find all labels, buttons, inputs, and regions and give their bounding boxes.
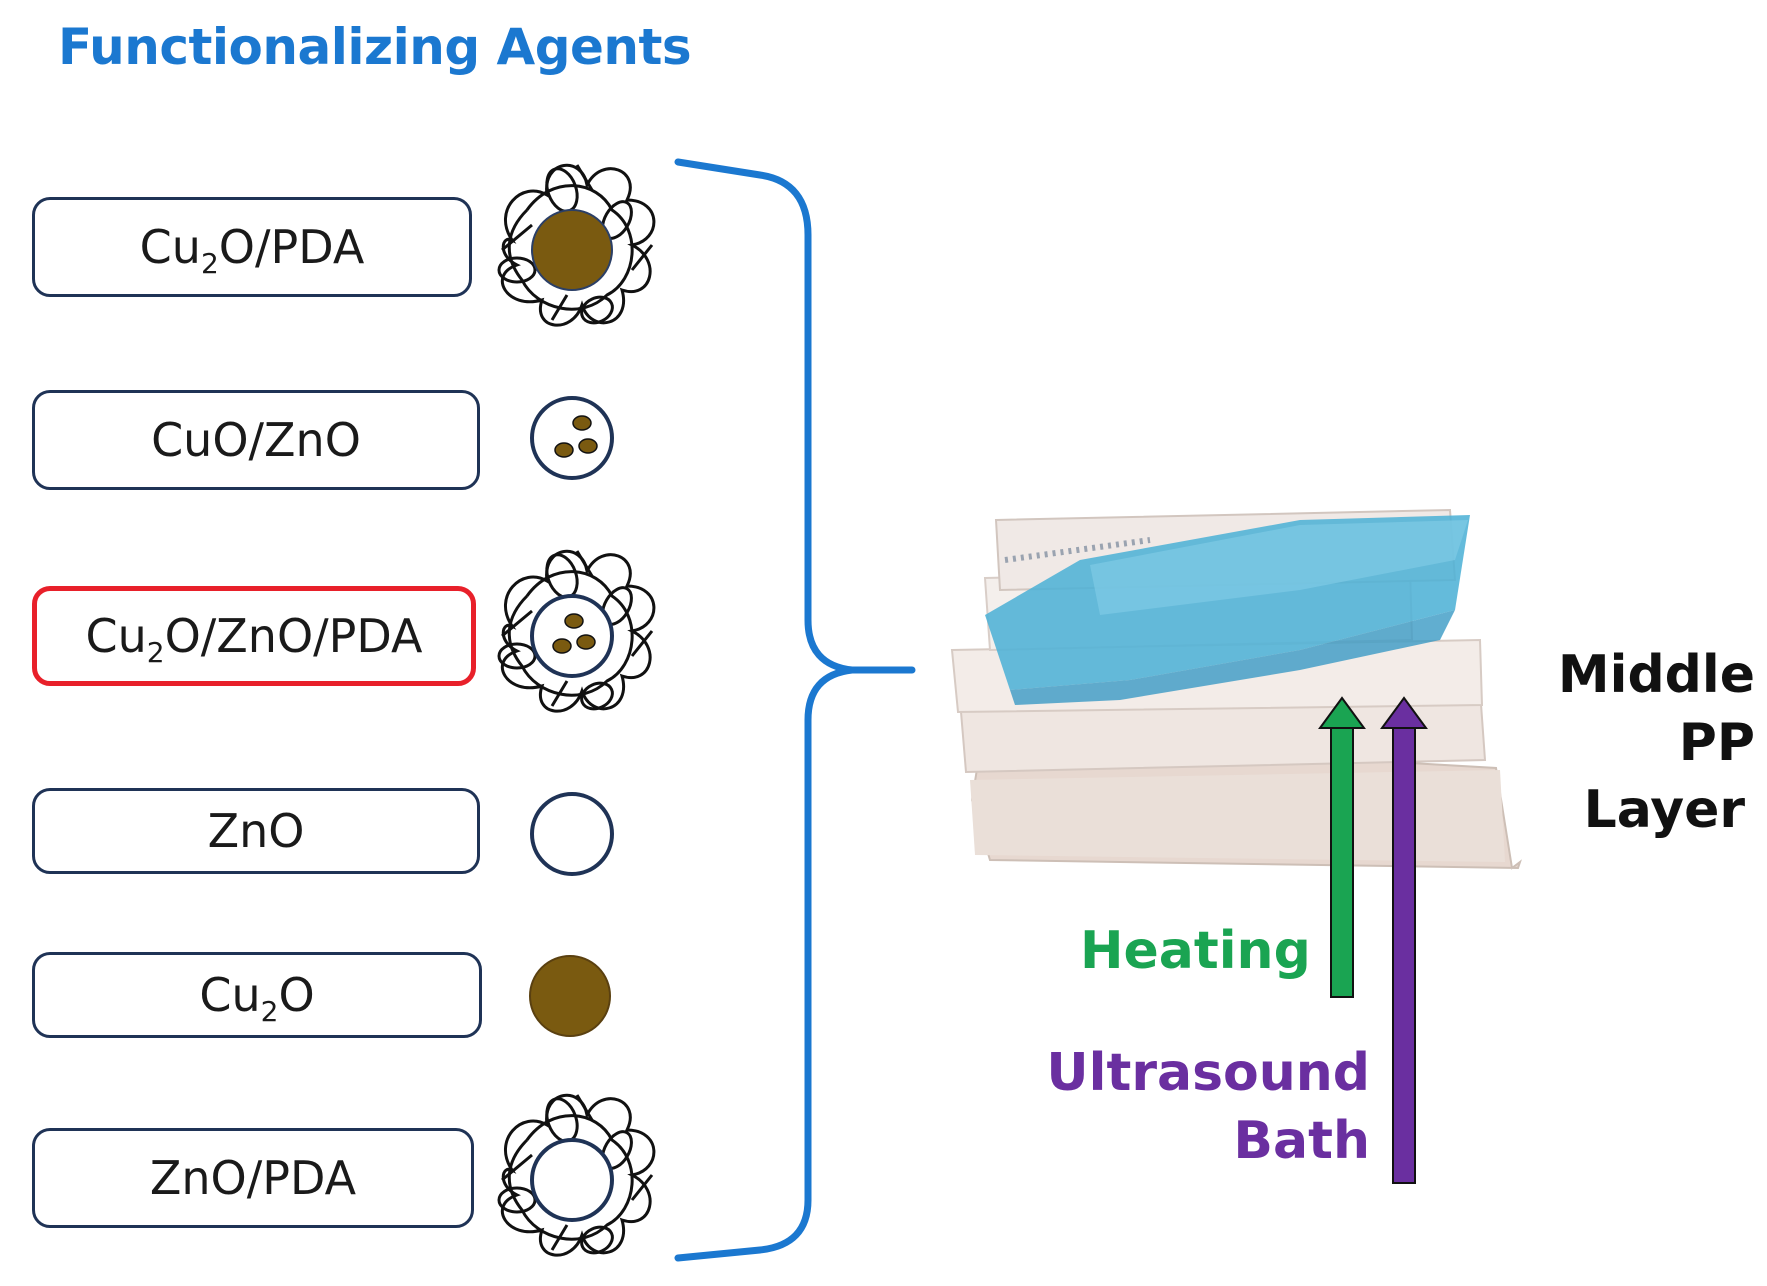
- agent-box-zno: ZnO: [32, 788, 480, 874]
- agent-label: Cu2O/PDA: [139, 220, 365, 280]
- mask-layers-image: [950, 508, 1522, 870]
- agent-label: CuO/ZnO: [151, 413, 361, 467]
- layer-label-line1: Middle PP: [1557, 645, 1755, 773]
- composite-particle-pda-icon: [497, 549, 656, 716]
- ultrasound-bath-label: Ultrasound Bath: [1040, 1040, 1370, 1175]
- layer-label-line2: Layer: [1583, 780, 1745, 841]
- agent-label: ZnO/PDA: [149, 1151, 357, 1205]
- agent-box-cu2o-zno-pda: Cu2O/ZnO/PDA: [32, 586, 476, 686]
- brown-particle-icon: [529, 955, 611, 1037]
- diagram-title: Functionalizing Agents: [58, 18, 692, 76]
- heating-arrow: [1318, 696, 1366, 998]
- ultrasound-label-line2: Bath: [1233, 1110, 1370, 1171]
- agent-box-cu2o: Cu2O: [32, 952, 482, 1038]
- middle-pp-layer-label: Middle PP Layer: [1470, 642, 1755, 845]
- agent-box-cuo-zno: CuO/ZnO: [32, 390, 480, 490]
- ultrasound-arrow: [1380, 696, 1428, 1184]
- brown-particle-pda-icon: [497, 163, 656, 330]
- agent-label: Cu2O/ZnO/PDA: [85, 609, 423, 669]
- white-particle-pda-icon: [497, 1093, 656, 1260]
- ultrasound-label-line1: Ultrasound: [1046, 1043, 1370, 1103]
- heating-label: Heating: [1080, 921, 1311, 981]
- composite-particle-icon: [530, 396, 614, 480]
- agent-box-cu2o-pda: Cu2O/PDA: [32, 197, 472, 297]
- white-particle-icon: [530, 792, 614, 876]
- agent-box-zno-pda: ZnO/PDA: [32, 1128, 474, 1228]
- agent-label: ZnO: [207, 804, 305, 858]
- agent-label: Cu2O: [199, 968, 315, 1028]
- grouping-brace: [674, 158, 916, 1262]
